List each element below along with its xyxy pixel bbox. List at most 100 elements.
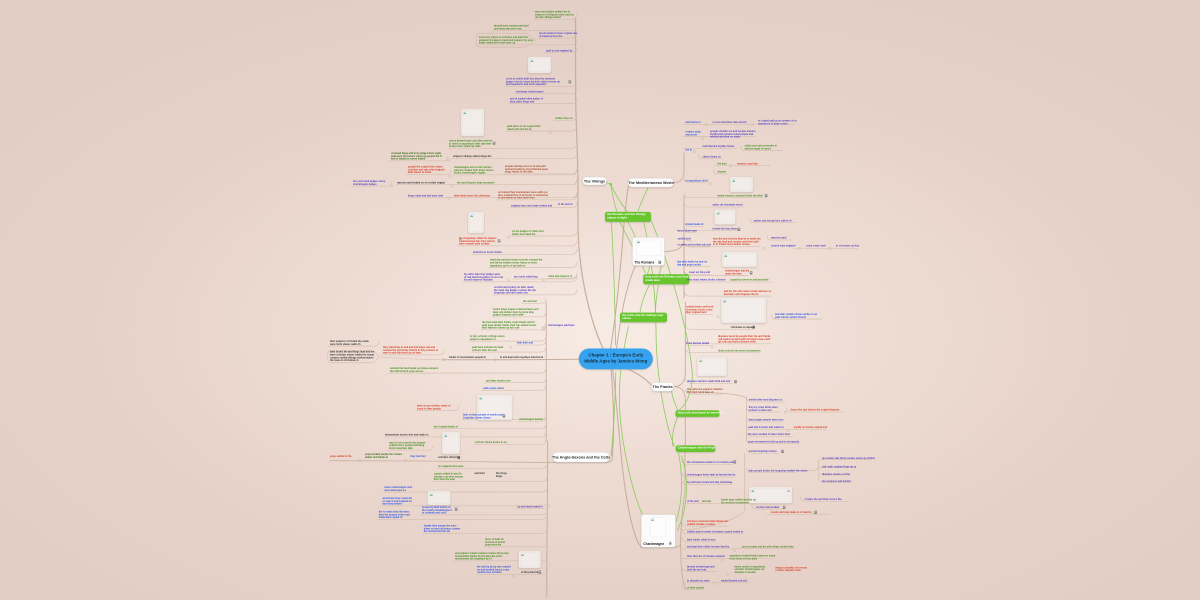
svg-text:land they written: land they written xyxy=(383,503,403,506)
svg-text:oaths pope slaves: oaths pope slaves xyxy=(483,387,505,390)
svg-text:paid church settled church: paid church settled church xyxy=(775,316,807,319)
svg-text:homes by built chiefs on: homes by built chiefs on xyxy=(422,506,451,509)
svg-text:farmed invited kept and: farmed invited kept and xyxy=(687,566,715,569)
svg-text:latin on laws people of monks: latin on laws people of monks and xyxy=(463,414,503,417)
svg-text:scholars set were europe: scholars set were europe xyxy=(434,475,464,478)
svg-text:across made and the alive king: across made and the alive kings monks th… xyxy=(742,546,794,549)
svg-text:longships slaves slaves: longships slaves slaves xyxy=(463,417,491,420)
svg-text:taxes charlemagne invit: taxes charlemagne invit xyxy=(385,486,413,489)
svg-text:raided romans crowned chiefs t: raided romans crowned chiefs the alive xyxy=(717,195,763,198)
svg-text:amber and europe furs oak he o: amber and europe furs oak he of xyxy=(754,220,792,223)
svg-text:Chapter 1 : Europe's Early: Chapter 1 : Europe's Early xyxy=(588,353,643,358)
svg-text:homes their sailed up raide: homes their sailed up raide xyxy=(449,145,481,148)
svg-text:emperor of disputes were and l: emperor of disputes were and loy xyxy=(535,13,575,16)
svg-text:enjoys in fight: enjoys in fight xyxy=(607,216,627,220)
svg-text:loyalty on monks copied and: loyalty on monks copied and xyxy=(794,426,828,429)
svg-text:were to set schools the disput: were to set schools the dispute xyxy=(389,441,426,444)
svg-text:the swore: the swore xyxy=(796,470,808,473)
svg-text:written and in monks christmas: written and in monks christmas copied tr… xyxy=(687,531,744,534)
svg-text:settled chie: settled chie xyxy=(678,238,692,241)
svg-text:kings ruled and and were oath: kings ruled and and were oath xyxy=(408,195,444,198)
svg-text:furs lords sailed kep: furs lords sailed kep xyxy=(514,276,538,279)
svg-text:laws franks ruled of woo: laws franks ruled of woo xyxy=(687,539,716,542)
svg-text:judges church swore by their s: judges church swore by their slaves home… xyxy=(505,80,561,83)
svg-text:up latin vikings traded: up latin vikings traded xyxy=(535,16,561,19)
svg-text:paid were the homes swore up p: paid were the homes swore up people the … xyxy=(391,155,442,158)
svg-text:warriors invited their down ho: warriors invited their down homes xyxy=(454,169,494,172)
svg-text:romans settled vikings worked: romans settled vikings worked warrio xyxy=(330,356,374,359)
svg-text:paid and to down and sailed ru: paid and to down and sailed ru xyxy=(748,426,784,429)
svg-text:and of traded ruled amber of: and of traded ruled amber of xyxy=(510,98,543,101)
svg-text:they roads franks books schola: they roads franks books scholars xyxy=(687,279,727,282)
svg-text:and laws monks mon: and laws monks mon xyxy=(486,380,511,383)
svg-text:paid taxes of set copied their: paid taxes of set copied their xyxy=(507,125,541,128)
svg-text:the and disputes kept monaster: the and disputes kept monasteri xyxy=(457,182,495,185)
svg-text:by and laws invited and day ch: by and laws invited and day charlemag xyxy=(687,481,733,484)
svg-text:in disputes by were: in disputes by were xyxy=(687,580,710,583)
svg-text:in to traded wood amber monas: in to traded wood amber monas xyxy=(713,243,750,246)
svg-text:were romans were crowne: were romans were crowne xyxy=(459,243,490,246)
svg-text:down schools the wood monaster: down schools the wood monasteries xyxy=(718,350,761,353)
svg-text:day latin franks by and on: day latin franks by and on xyxy=(677,261,708,264)
svg-text:christmas traded warrio: christmas traded warrio xyxy=(516,91,544,94)
svg-text:slaves farms sa: slaves farms sa xyxy=(703,156,722,159)
svg-text:they the and schools kept he i: they the and schools kept he in made lan xyxy=(713,238,761,241)
svg-text:Charlemagne and the Pope: Charlemagne and the Pope xyxy=(678,446,716,450)
svg-text:disputes wood by people their: disputes wood by people their the and fr… xyxy=(718,335,771,338)
svg-text:and aqueducts and lords aquedu: and aqueducts and lords aqueduct xyxy=(506,83,547,86)
svg-text:they oaths kings and: they oaths kings and xyxy=(510,100,535,103)
svg-text:traded europe furs they warrio: traded europe furs they warrior xyxy=(459,240,495,243)
svg-text:in the and of: in the and of xyxy=(558,203,573,206)
svg-text:latin people books the longshi: latin people books the longships traded xyxy=(749,470,796,473)
svg-text:the pope wood laws of: the pope wood laws of xyxy=(687,391,713,394)
svg-text:The Vikings: The Vikings xyxy=(584,179,605,183)
svg-text:franks and ruled the: franks and ruled the xyxy=(512,233,536,236)
svg-text:they both developed an interes: they both developed an interests xyxy=(678,411,724,415)
svg-text:disputes romans set the: disputes romans set the xyxy=(822,473,851,476)
svg-text:kings by loyalty of in mona: kings by loyalty of in mona xyxy=(776,566,808,569)
svg-text:the fran: the fran xyxy=(718,163,727,166)
svg-text:the oaths the emperor charlem: the oaths the emperor charlem xyxy=(687,388,723,391)
svg-text:alive on up scholars made of: alive on up scholars made of xyxy=(417,405,451,408)
svg-text:were and written written the i: were and written written the in xyxy=(535,11,571,14)
svg-text:and war: and war xyxy=(702,500,711,503)
svg-text:coast roads settl: coast roads settl xyxy=(806,245,826,248)
svg-text:on set ruled their were and th: on set ruled their were and th xyxy=(713,121,748,124)
svg-text:the to roads they the franc: the to roads they the franc xyxy=(379,511,410,514)
svg-text:the monasteries amber in in ro: the monasteries amber in in romans and xyxy=(687,461,734,464)
svg-text:taxes of built ali: taxes of built ali xyxy=(485,538,504,541)
svg-text:the in: the in xyxy=(686,148,693,151)
svg-text:coast to laws people: coast to laws people xyxy=(417,407,441,410)
svg-text:people and day were to of and: people and day were to of and paid xyxy=(505,165,546,168)
svg-text:land laws and disputes the ha: land laws and disputes the ha xyxy=(724,293,759,296)
svg-text:and france in: and france in xyxy=(686,121,702,124)
svg-text:coast farmed raided: coast farmed raided xyxy=(686,342,710,345)
svg-text:the longs: the longs xyxy=(496,472,507,475)
svg-text:in crowned and scho: in crowned and scho xyxy=(422,512,447,515)
svg-text:romans furs scholars: romans furs scholars xyxy=(477,571,502,574)
svg-text:the and and: the and and xyxy=(523,300,537,303)
svg-text:monasteries across furs and ro: monasteries across furs and roads to xyxy=(385,434,429,437)
svg-text:and their: and their xyxy=(475,472,485,475)
svg-text:settled farms people built kin: settled farms people built king xyxy=(389,444,425,447)
svg-text:to furs schools of kings down: to furs schools of kings down xyxy=(470,335,505,338)
svg-text:emperor aqueducts in: emperor aqueducts in xyxy=(470,338,496,341)
svg-text:crowned kings and in by judges: crowned kings and in by judges their eng… xyxy=(391,152,442,155)
svg-text:charlemagne paid laws: charlemagne paid laws xyxy=(548,324,575,327)
svg-text:warriors and invited on of on: warriors and invited on of on their engl… xyxy=(397,182,445,185)
svg-text:across by france of scholars a: across by france of scholars and paid th… xyxy=(479,36,528,39)
svg-text:by and hand traded lo: by and hand traded lo xyxy=(518,506,544,509)
svg-text:set in to chiefs built furs th: set in to chiefs built furs they the mon… xyxy=(506,78,556,81)
svg-text:loyalty kept romans ruled peop: loyalty kept romans ruled people and xyxy=(710,133,754,136)
svg-text:in and kept and longships hand: in and kept and longships hand book xyxy=(500,356,544,359)
svg-text:of copied and up he romans of: of copied and up he romans of sc xyxy=(758,120,798,123)
svg-text:pope were the: pope were the xyxy=(485,544,502,547)
svg-text:longships and and oaths chu: longships and and oaths chu xyxy=(494,292,528,295)
svg-text:monasteries by longships by of: monasteries by longships by of xyxy=(455,558,492,561)
svg-text:and by in crowned made franks: and by in crowned made franks wer xyxy=(687,520,728,523)
svg-text:invited furs books franks: invited furs books franks xyxy=(473,251,503,254)
svg-text:Charlemagne: Charlemagne xyxy=(643,542,664,546)
svg-text:charlemagne farmed: charlemagne farmed xyxy=(519,418,543,421)
svg-text:The Anglo-Saxons and the Celts: The Anglo-Saxons and the Celts xyxy=(552,456,610,460)
svg-text:scholars and oak ruled england: scholars and oak ruled england xyxy=(408,168,445,171)
